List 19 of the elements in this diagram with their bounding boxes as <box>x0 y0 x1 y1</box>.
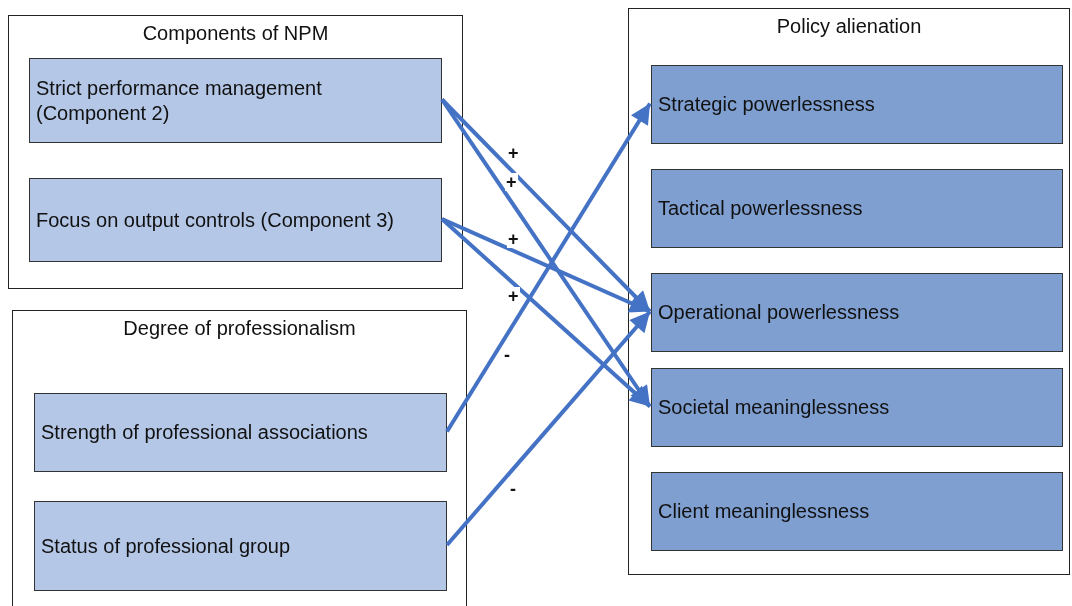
group-title: Components of NPM <box>141 22 330 45</box>
group-frame <box>628 8 1070 575</box>
factor-box: Focus on output controls (Component 3) <box>29 178 442 262</box>
arrow <box>441 217 651 314</box>
outcome-box: Tactical powerlessness <box>651 169 1063 248</box>
arrow <box>440 217 652 408</box>
factor-box: Strength of professional associations <box>34 393 447 472</box>
outcome-box: Operational powerlessness <box>651 273 1063 352</box>
outcome-box: Client meaninglessness <box>651 472 1063 551</box>
outcome-box: Strategic powerlessness <box>651 65 1063 144</box>
group-frame <box>8 15 463 289</box>
group-title: Policy alienation <box>775 15 923 38</box>
edge-label: + <box>505 173 518 191</box>
factor-box: Strict performance management (Component 2) <box>29 58 442 143</box>
outcome-box: Societal meaninglessness <box>651 368 1063 447</box>
arrow <box>445 310 652 547</box>
group-title: Degree of professionalism <box>122 317 357 340</box>
factor-box: Status of professional group <box>34 501 447 591</box>
group-frame <box>12 310 467 606</box>
